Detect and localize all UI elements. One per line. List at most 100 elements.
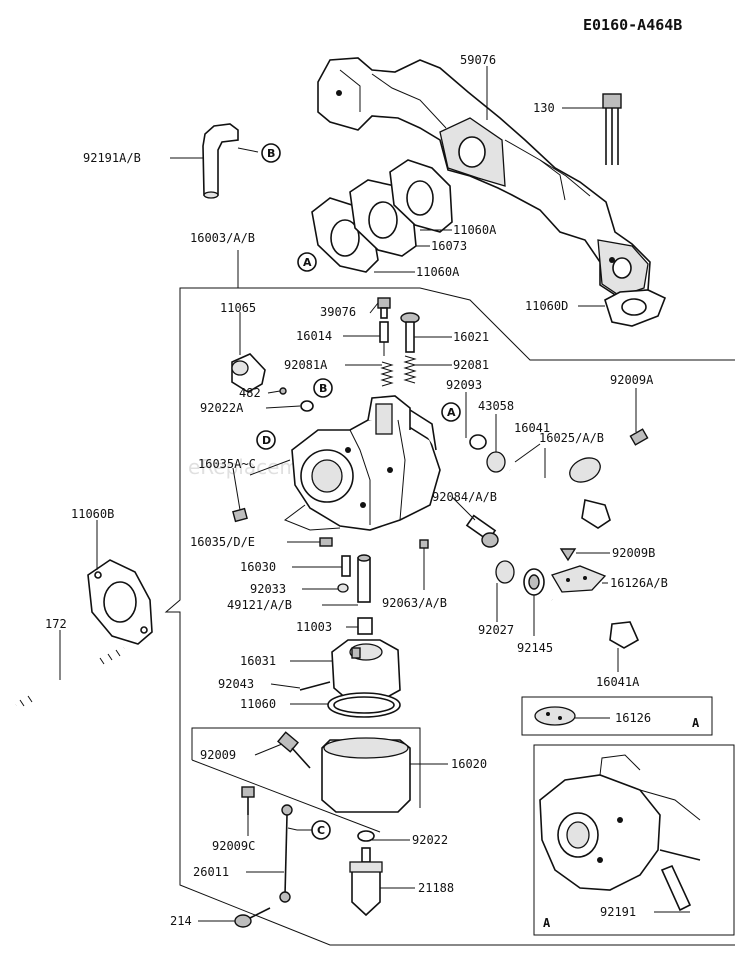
- label-92081a: 92081A: [284, 358, 328, 372]
- screw-92009a: [629, 428, 649, 446]
- label-11060a-2: 11060A: [416, 265, 460, 279]
- ref-circle-d: [256, 430, 276, 450]
- label-11065: 11065: [220, 301, 256, 315]
- ref-circle-b-top: [261, 143, 281, 163]
- inset-box-carb: [533, 744, 735, 936]
- label-92191: 92191: [600, 905, 636, 919]
- label-92022: 92022: [412, 833, 448, 847]
- washer-92022a: [300, 400, 314, 412]
- reference-circles: B A B A D C: [256, 143, 461, 840]
- screw-39076: [377, 297, 391, 319]
- label-92145: 92145: [517, 641, 553, 655]
- gasket-11060d: [604, 289, 667, 327]
- diagram-code: E0160-A464B: [583, 16, 682, 34]
- label-59076: 59076: [460, 53, 496, 67]
- nozzle-16030: [341, 555, 351, 577]
- inset-carburetor: [539, 754, 701, 912]
- plate-16126: [534, 706, 576, 726]
- bolt-92009: [277, 731, 311, 769]
- label-16003: 16003/A/B: [190, 231, 255, 245]
- inset-letter-16126: A: [692, 716, 700, 730]
- label-92043: 92043: [218, 677, 254, 691]
- label-11060d: 11060D: [525, 299, 568, 313]
- carburetor-body: [249, 395, 441, 531]
- float-bowl-16020: [321, 737, 411, 813]
- label-16035de: 16035/D/E: [190, 535, 255, 549]
- ring-92033: [337, 583, 349, 593]
- gasket-11060a-2: [389, 159, 453, 233]
- throttle-plate-16025: [569, 457, 601, 483]
- spring-92081a: [380, 361, 394, 387]
- svg-text:C: C: [317, 824, 325, 837]
- ref-circle-a-mid: [441, 402, 461, 422]
- label-130: 130: [533, 101, 555, 115]
- label-92009a: 92009A: [610, 373, 654, 387]
- label-92033: 92033: [250, 582, 286, 596]
- label-92009: 92009: [200, 748, 236, 762]
- label-92093: 92093: [446, 378, 482, 392]
- plug-16035de: [319, 537, 333, 547]
- label-16041: 16041: [514, 421, 550, 435]
- wire-26011: [279, 804, 293, 903]
- label-92191ab: 92191A/B: [83, 151, 141, 165]
- svg-text:B: B: [319, 382, 327, 395]
- choke-shaft-16041a: [551, 598, 640, 649]
- label-49121: 49121/A/B: [227, 598, 292, 612]
- spring-92081: [403, 355, 417, 384]
- label-482: 482: [239, 386, 261, 400]
- label-16073: 16073: [431, 239, 467, 253]
- label-16020: 16020: [451, 757, 487, 771]
- svg-text:B: B: [267, 147, 275, 160]
- screw-16021: [400, 312, 420, 353]
- svg-text:A: A: [303, 256, 312, 269]
- label-11060: 11060: [240, 697, 276, 711]
- label-11003: 11003: [296, 620, 332, 634]
- label-16031: 16031: [240, 654, 276, 668]
- label-43058: 43058: [478, 399, 514, 413]
- screw-16035ac: [232, 507, 248, 523]
- plate-16126ab: [551, 565, 607, 593]
- label-21188: 21188: [418, 881, 454, 895]
- label-11060b: 11060B: [71, 507, 114, 521]
- label-16030: 16030: [240, 560, 276, 574]
- screw-92009c: [241, 786, 255, 815]
- spring-92145: [523, 568, 545, 596]
- svg-text:A: A: [447, 406, 456, 419]
- label-92009b: 92009B: [612, 546, 655, 560]
- inset-letter-carb: A: [543, 916, 551, 930]
- label-92022a: 92022A: [200, 401, 244, 415]
- gasket-11060b: [87, 559, 153, 645]
- collar-92027: [495, 560, 515, 584]
- label-92084: 92084/A/B: [432, 490, 497, 504]
- label-26011: 26011: [193, 865, 229, 879]
- washer-92022: [357, 830, 375, 842]
- svg-text:D: D: [262, 434, 271, 447]
- label-92063: 92063/A/B: [382, 596, 447, 610]
- label-92027: 92027: [478, 623, 514, 637]
- screw-92063: [419, 539, 429, 585]
- jet-49121: [357, 554, 371, 603]
- screw-92009b: [559, 548, 577, 562]
- label-16025: 16025/A/B: [539, 431, 604, 445]
- label-92009c: 92009C: [212, 839, 255, 853]
- label-92081: 92081: [453, 358, 489, 372]
- label-16126: 16126: [615, 711, 651, 725]
- plug-11003: [357, 617, 373, 635]
- label-172: 172: [45, 617, 67, 631]
- label-16126ab: 16126A/B: [610, 576, 668, 590]
- solenoid-21188: [349, 847, 383, 917]
- ref-circle-a-top: [297, 252, 317, 272]
- screw-92084: [465, 514, 499, 548]
- label-16041a: 16041A: [596, 675, 640, 689]
- label-16035ac: 16035A~C: [198, 457, 256, 471]
- throttle-shaft-16041: [509, 468, 611, 529]
- leader-lines: [59, 66, 690, 922]
- intake-manifold: [317, 57, 651, 299]
- jet-11065: [231, 353, 266, 393]
- part-labels: 59076 130 92191A/B 11060A 16073 11060A 1…: [45, 53, 668, 928]
- label-16014: 16014: [296, 329, 332, 343]
- bolt-130: [602, 93, 622, 165]
- stud-172: [14, 645, 126, 708]
